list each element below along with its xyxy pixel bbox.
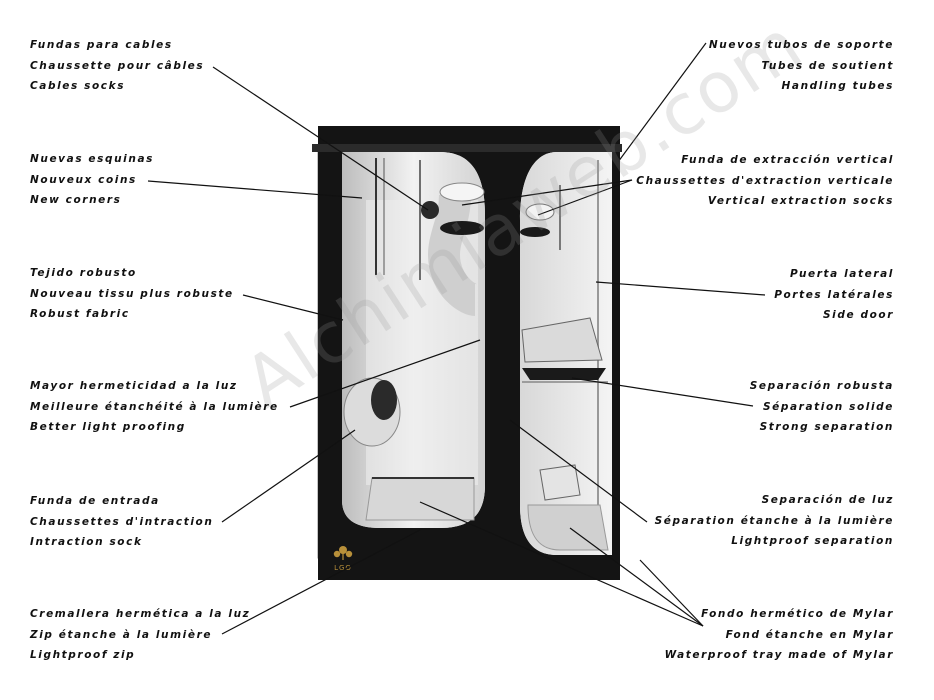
leader-light-proofing bbox=[289, 339, 481, 408]
leader-cable-socks bbox=[212, 66, 429, 211]
callout-extraction-socks: Funda de extracción vertical Chaussettes… bbox=[636, 150, 894, 212]
callout-cable-socks: Fundas para cables Chaussette pour câble… bbox=[30, 35, 204, 97]
leader-support-tubes bbox=[617, 42, 707, 163]
label-en: Waterproof tray made of Mylar bbox=[664, 649, 894, 661]
tent-top-bar bbox=[312, 144, 622, 152]
label-en: Vertical extraction socks bbox=[707, 195, 894, 207]
label-fr: Nouveux coins bbox=[30, 173, 137, 186]
label-es: Separación robusta bbox=[749, 380, 894, 392]
brand-name: LGO bbox=[334, 564, 352, 572]
label-en: Handling tubes bbox=[781, 80, 894, 92]
label-fr: Tubes de soutient bbox=[761, 59, 894, 72]
label-fr: Chaussettes d'intraction bbox=[30, 515, 214, 528]
callout-intraction-sock: Funda de entrada Chaussettes d'intractio… bbox=[30, 491, 213, 553]
brand-logo bbox=[333, 546, 353, 560]
label-fr: Fond étanche en Mylar bbox=[725, 628, 894, 641]
label-fr: Meilleure étanchéité à la lumière bbox=[30, 400, 279, 413]
label-fr: Séparation solide bbox=[762, 400, 894, 413]
label-es: Nuevos tubos de soporte bbox=[708, 39, 894, 51]
callout-mylar-tray: Fondo hermético de Mylar Fond étanche en… bbox=[665, 604, 894, 666]
label-es: Funda de entrada bbox=[30, 495, 160, 507]
right-compartment bbox=[520, 152, 612, 555]
leader-light-separation bbox=[509, 419, 648, 523]
label-es: Separación de luz bbox=[761, 494, 894, 506]
callout-support-tubes: Nuevos tubos de soporte Tubes de soutien… bbox=[709, 35, 894, 97]
label-fr: Chaussette pour câbles bbox=[30, 59, 205, 72]
leader-mylar-tray-b bbox=[569, 527, 704, 627]
leader-side-door bbox=[595, 281, 766, 296]
callout-side-door: Puerta lateral Portes latérales Side doo… bbox=[774, 264, 894, 326]
leader-intraction-sock bbox=[221, 429, 356, 523]
label-es: Fundas para cables bbox=[30, 39, 173, 51]
leader-lightproof-zip bbox=[221, 529, 421, 635]
left-compartment bbox=[342, 152, 485, 528]
callout-lightproof-zip: Cremallera hermética a la luz Zip étanch… bbox=[30, 604, 250, 666]
callout-light-proofing: Mayor hermeticidad a la luz Meilleure ét… bbox=[30, 376, 279, 438]
label-en: Side door bbox=[823, 309, 894, 321]
leader-strong-separation bbox=[571, 377, 754, 407]
label-en: Strong separation bbox=[759, 421, 894, 433]
leader-mylar-tray-a bbox=[419, 501, 704, 627]
label-en: Lightproof separation bbox=[731, 535, 894, 547]
label-en: Intraction sock bbox=[30, 536, 143, 548]
label-fr: Nouveau tissu plus robuste bbox=[30, 287, 234, 300]
label-es: Cremallera hermética a la luz bbox=[30, 608, 251, 620]
label-es: Fondo hermético de Mylar bbox=[701, 608, 894, 620]
label-fr: Portes latérales bbox=[774, 288, 894, 301]
label-es: Mayor hermeticidad a la luz bbox=[30, 380, 238, 392]
leader-mylar-tray-c bbox=[639, 559, 704, 627]
label-fr: Séparation étanche à la lumière bbox=[654, 514, 894, 527]
tent-frame bbox=[318, 126, 620, 580]
label-fr: Chaussettes d'extraction verticale bbox=[636, 174, 894, 187]
label-es: Puerta lateral bbox=[790, 268, 894, 280]
leader-new-corners bbox=[147, 180, 363, 199]
label-en: Better light proofing bbox=[30, 421, 186, 433]
callout-robust-fabric: Tejido robusto Nouveau tissu plus robust… bbox=[30, 263, 234, 325]
label-es: Nuevas esquinas bbox=[30, 153, 154, 165]
callout-light-separation: Separación de luz Séparation étanche à l… bbox=[655, 490, 894, 552]
leader-extraction-sock-b bbox=[537, 179, 633, 216]
callout-strong-separation: Separación robusta Séparation solide Str… bbox=[750, 376, 894, 438]
label-es: Funda de extracción vertical bbox=[681, 154, 894, 166]
label-en: New corners bbox=[30, 194, 122, 206]
leader-robust-fabric bbox=[242, 294, 344, 321]
label-en: Cables socks bbox=[30, 80, 126, 92]
label-en: Lightproof zip bbox=[30, 649, 136, 661]
callout-new-corners: Nuevas esquinas Nouveux coins New corner… bbox=[30, 149, 154, 211]
label-fr: Zip étanche à la lumière bbox=[30, 628, 213, 641]
label-en: Robust fabric bbox=[30, 308, 130, 320]
leader-extraction-sock-a bbox=[461, 179, 633, 206]
label-es: Tejido robusto bbox=[30, 267, 137, 279]
callout-lines bbox=[147, 42, 766, 635]
